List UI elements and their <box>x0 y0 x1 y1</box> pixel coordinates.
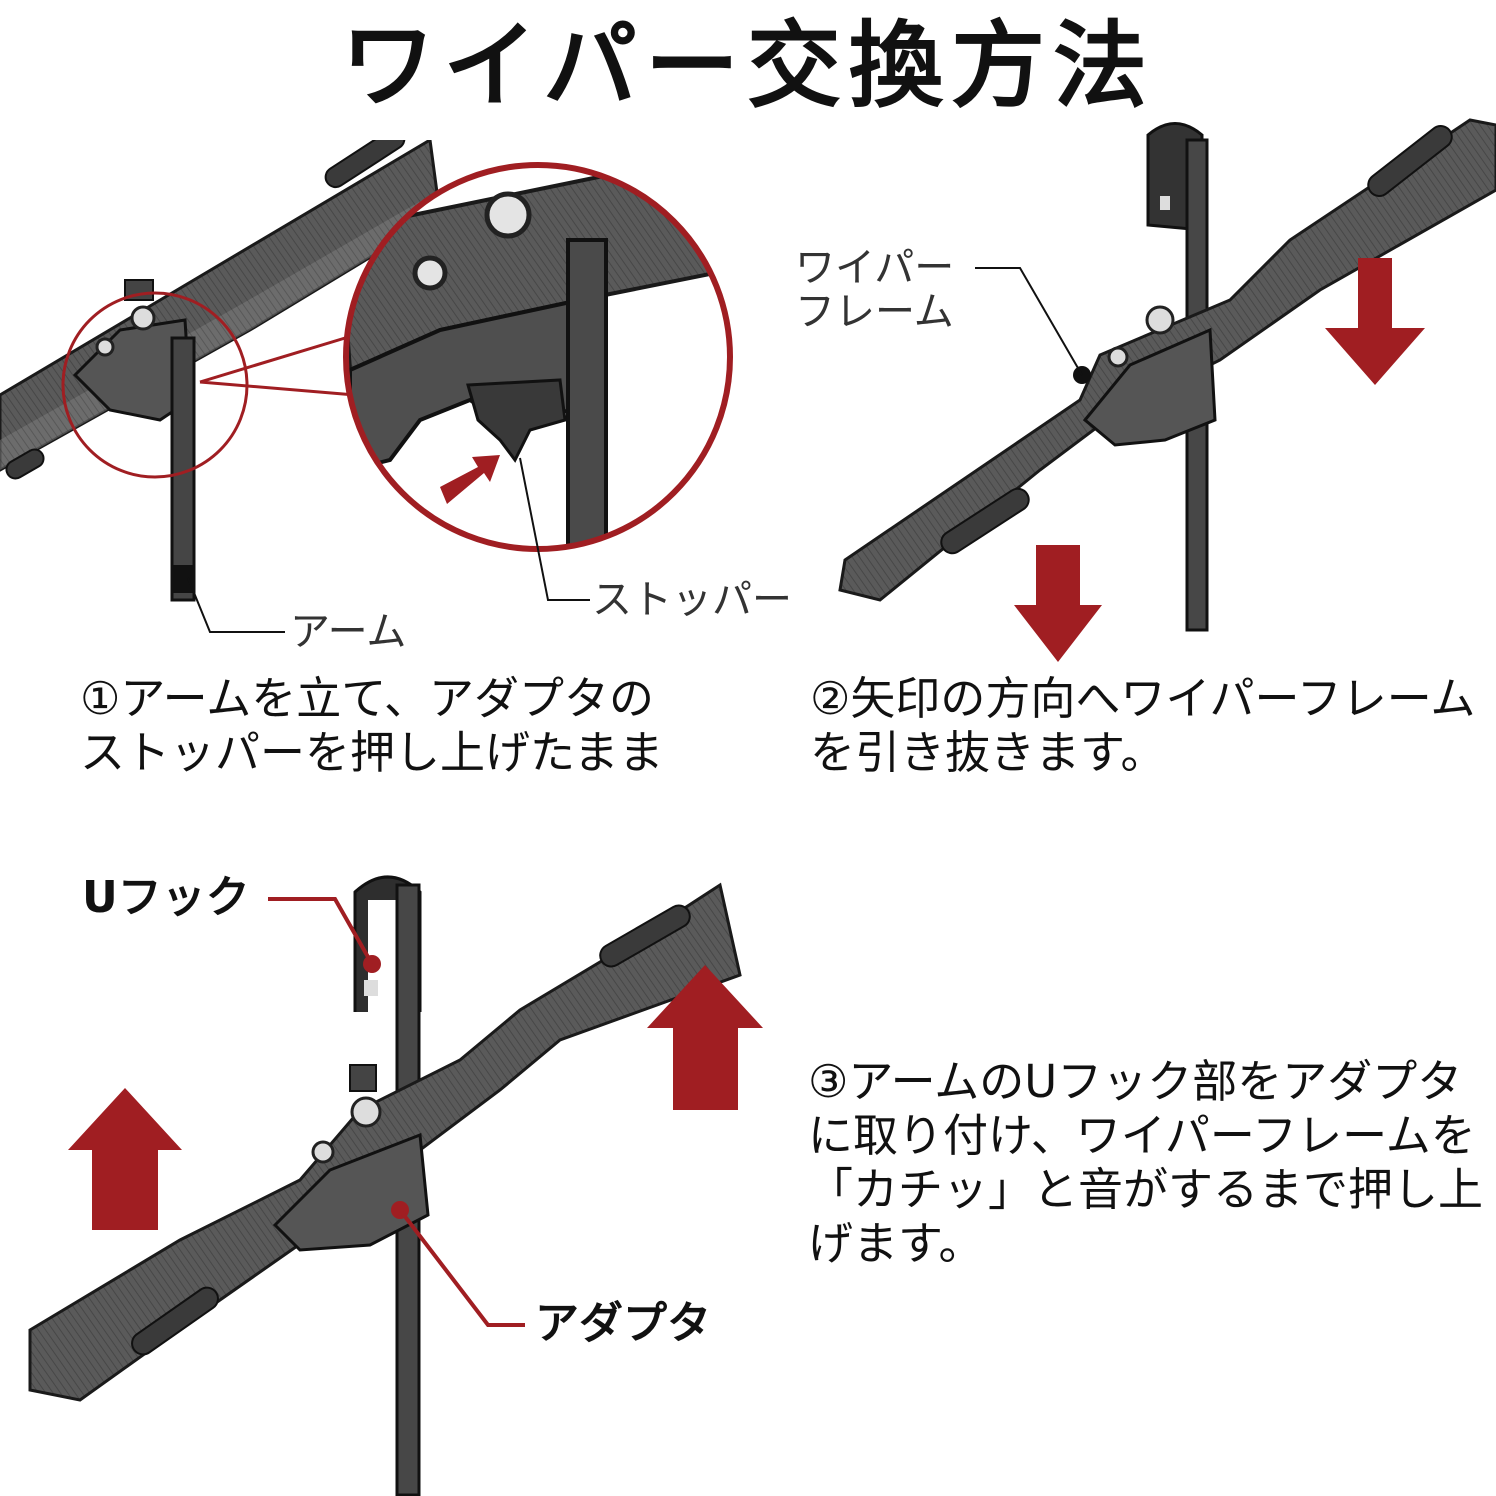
wiper-frame-label-line1: ワイパー <box>795 245 955 291</box>
step-2-line: ②矢印の方向へワイパーフレーム <box>810 672 1476 725</box>
down-arrow-icon <box>1014 545 1102 662</box>
step-3-caption: ③アームのUフック部をアダプタ に取り付け、ワイパーフレームを 「カチッ」と音が… <box>808 1055 1483 1271</box>
page-title: ワイパー交換方法 <box>340 12 1156 121</box>
step-3-line: に取り付け、ワイパーフレームを <box>808 1109 1476 1162</box>
rivet-large-2 <box>1145 305 1175 335</box>
step-1-line: ストッパーを押し上げたまま <box>80 726 664 779</box>
step-3-line: げます。 <box>808 1217 984 1270</box>
arm-callout-line <box>187 577 285 633</box>
adapter-2 <box>1082 327 1217 447</box>
zoom-line-top <box>199 333 356 384</box>
rivet-small-1 <box>95 337 115 357</box>
stopper-label: ストッパー <box>592 577 792 623</box>
up-arrow-icon <box>68 1088 182 1230</box>
zoom-line-bottom <box>199 380 356 397</box>
frame-callout-line <box>975 267 1083 376</box>
adapter-callout-line <box>398 1208 525 1327</box>
step-2-caption: ②矢印の方向へワイパーフレーム を引き抜きます。 <box>810 672 1475 780</box>
rivet-large-1 <box>130 305 156 331</box>
step-2-line: を引き抜きます。 <box>810 726 1166 779</box>
rivet-large-3 <box>350 1096 382 1128</box>
down-arrow-icon <box>1325 258 1425 385</box>
u-hook-callout-line <box>268 897 374 965</box>
panel-2-illustration <box>790 118 1496 670</box>
adapter-label: アダプタ <box>535 1298 711 1349</box>
zoom-detail <box>346 165 730 549</box>
rivet-small-3 <box>311 1140 335 1164</box>
rivet-small-2 <box>1107 346 1129 368</box>
wiper-frame-label-line2: フレーム <box>795 289 954 335</box>
arm-label: アーム <box>290 609 407 655</box>
u-hook-label: Uフック <box>82 872 250 923</box>
panel-3-illustration <box>28 875 763 1496</box>
push-arrow-icon <box>440 455 500 504</box>
wiper-blade-3 <box>28 882 742 1402</box>
stopper-callout-line <box>519 457 590 601</box>
step-1-caption: ①アームを立て、アダプタの ストッパーを押し上げたまま <box>80 672 664 780</box>
panel-1-illustration <box>0 140 440 602</box>
step-3-line: 「カチッ」と音がするまで押し上 <box>808 1163 1484 1216</box>
step-3-line: ③アームのUフック部をアダプタ <box>808 1055 1463 1108</box>
adapter-3 <box>272 1064 430 1252</box>
up-arrow-icon <box>647 965 763 1110</box>
step-1-line: ①アームを立て、アダプタの <box>80 672 655 725</box>
